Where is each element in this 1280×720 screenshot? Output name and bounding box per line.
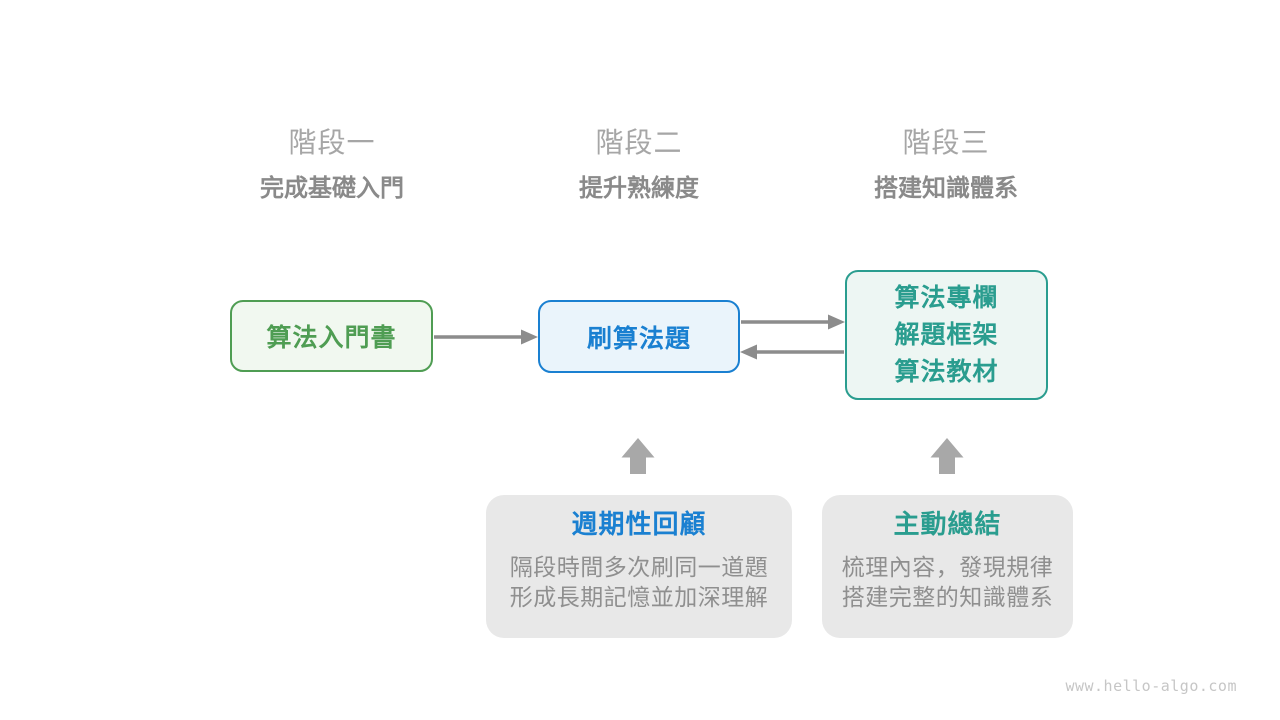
arrow-practice-to-advanced: [741, 314, 845, 330]
arrow-intro-to-practice: [434, 329, 538, 345]
stage-3-subtitle: 搭建知識體系: [874, 175, 1018, 202]
callout-active-summary-line-2: 搭建完整的知識體系: [841, 584, 1054, 610]
callout-periodic-review-body: 隔段時間多次刷同一道題 形成長期記憶並加深理解: [486, 552, 792, 612]
stage-1-subtitle: 完成基礎入門: [260, 175, 404, 202]
node-advanced-item-3: 算法教材: [894, 357, 999, 386]
up-arrow-summary: [930, 438, 964, 474]
stage-1-label: 階段一: [288, 127, 376, 158]
stage-1-header: 階段一 完成基礎入門: [182, 128, 482, 203]
node-advanced-item-2: 解題框架: [894, 320, 999, 349]
callout-periodic-review: 週期性回顧 隔段時間多次刷同一道題 形成長期記憶並加深理解: [486, 495, 792, 638]
node-practice-label: 刷算法題: [586, 324, 691, 353]
callout-periodic-review-title: 週期性回顧: [571, 509, 707, 539]
arrow-advanced-to-practice: [740, 344, 844, 360]
stage-3-label: 階段三: [902, 127, 990, 158]
callout-periodic-review-line-1: 隔段時間多次刷同一道題: [509, 554, 769, 580]
up-arrow-review: [621, 438, 655, 474]
stage-2-label: 階段二: [595, 127, 683, 158]
watermark-url: www.hello-algo.com: [1065, 677, 1237, 695]
stage-3-header: 階段三 搭建知識體系: [796, 128, 1096, 203]
node-intro-book-label: 算法入門書: [266, 324, 397, 352]
callout-active-summary-line-1: 梳理內容，發現規律: [841, 554, 1054, 580]
node-intro-book: 算法入門書: [230, 300, 433, 372]
node-advanced-materials: 算法專欄 解題框架 算法教材: [845, 270, 1048, 400]
stage-2-header: 階段二 提升熟練度: [489, 128, 789, 203]
node-practice: 刷算法題: [538, 300, 740, 373]
callout-active-summary-title: 主動總結: [893, 509, 1002, 539]
callout-periodic-review-line-2: 形成長期記憶並加深理解: [509, 584, 769, 610]
callout-active-summary-body: 梳理內容，發現規律 搭建完整的知識體系: [822, 552, 1073, 612]
stage-2-subtitle: 提升熟練度: [579, 175, 699, 202]
callout-active-summary: 主動總結 梳理內容，發現規律 搭建完整的知識體系: [822, 495, 1073, 638]
node-advanced-item-1: 算法專欄: [894, 283, 999, 312]
